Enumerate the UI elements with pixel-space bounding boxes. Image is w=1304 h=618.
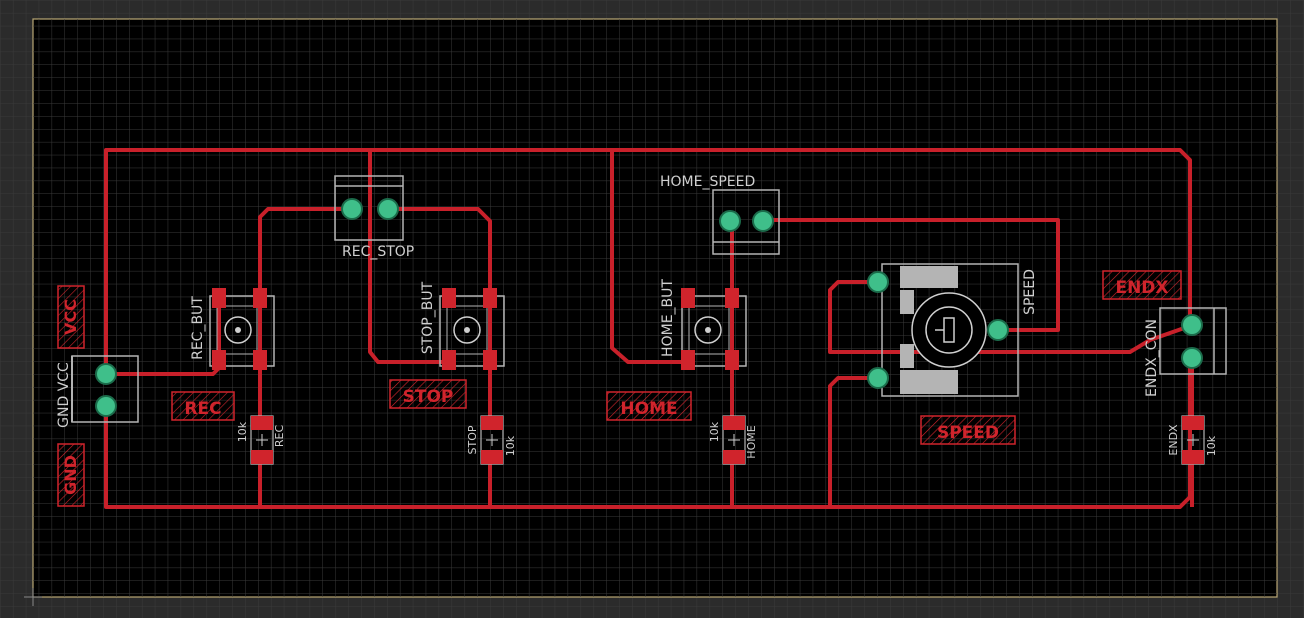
potentiometer-icon [911,292,987,368]
speed-text-block: SPEED [920,415,1016,445]
svg-text:GND: GND [61,455,80,495]
home-speed-label: HOME_SPEED [660,174,755,190]
resistor-value-label: 10k [504,435,517,456]
home-but-label: HOME_BUT [660,279,676,357]
home-button-footprint[interactable]: HOME_BUT [660,279,747,370]
resistor-home[interactable]: 10k HOME [708,415,758,465]
smd-pad-icon[interactable] [1182,450,1204,464]
endx-connector[interactable]: ENDX_CON [1144,307,1227,397]
resistor-name-label: ENDX [1167,424,1180,456]
via-pad-icon[interactable] [867,367,889,389]
resistor-endx[interactable]: ENDX 10k [1167,415,1218,465]
home-speed-connector[interactable]: HOME_SPEED [660,174,780,255]
tactile-button-icon [224,316,252,344]
via-pad-icon[interactable] [95,363,117,385]
smd-pad-icon[interactable] [251,450,273,464]
svg-text:VCC: VCC [61,299,80,335]
resistor-value-label: 10k [708,421,721,442]
smd-pad-icon[interactable] [442,350,456,370]
gnd-vcc-label: GND VCC [56,362,72,428]
smd-pad-icon[interactable] [253,288,267,308]
via-pad-icon[interactable] [867,271,889,293]
speed-potentiometer-footprint[interactable]: SPEED [867,263,1038,397]
via-pad-icon[interactable] [719,210,741,232]
smd-pad-icon[interactable] [483,288,497,308]
resistor-rec[interactable]: 10k REC [236,415,286,465]
rec-text-block: REC [171,391,235,421]
smd-pad-icon[interactable] [481,416,503,430]
rec-button-footprint[interactable]: REC_BUT [190,288,275,370]
rec-stop-connector[interactable]: REC_STOP [334,175,414,260]
stop-but-label: STOP_BUT [420,281,436,354]
smd-pad-icon[interactable] [725,288,739,308]
svg-text:HOME: HOME [620,399,677,419]
vcc-text-block: VCC [57,285,85,349]
smd-pad-icon[interactable] [723,416,745,430]
smd-pad-icon[interactable] [253,350,267,370]
smd-pad-icon[interactable] [483,350,497,370]
resistor-name-label: HOME [745,425,758,458]
resistor-value-label: 10k [1205,435,1218,456]
resistor-value-label: 10k [236,421,249,442]
smd-pad-icon[interactable] [681,288,695,308]
speed-pot-label: SPEED [1022,269,1038,315]
via-pad-icon[interactable] [987,319,1009,341]
smd-pad-icon[interactable] [251,416,273,430]
endx-text-block: ENDX [1102,270,1182,300]
via-pad-icon[interactable] [752,210,774,232]
stop-button-footprint[interactable]: STOP_BUT [420,281,505,370]
gnd-text-block: GND [57,443,85,507]
via-pad-icon[interactable] [341,198,363,220]
stop-text-block: STOP [389,379,467,409]
endx-con-label: ENDX_CON [1144,319,1160,397]
resistor-name-label: STOP [466,425,479,454]
svg-text:REC: REC [184,399,221,419]
via-pad-icon[interactable] [1181,347,1203,369]
tactile-button-icon [694,316,722,344]
smd-pad-icon[interactable] [723,450,745,464]
tactile-button-icon [453,316,481,344]
resistor-stop[interactable]: STOP 10k [466,415,517,465]
smd-pad-icon[interactable] [212,288,226,308]
smd-pad-icon[interactable] [681,350,695,370]
smd-pad-icon[interactable] [725,350,739,370]
svg-text:STOP: STOP [403,387,454,407]
origin-marker [24,588,42,606]
smd-pad-icon[interactable] [212,350,226,370]
via-pad-icon[interactable] [95,395,117,417]
via-pad-icon[interactable] [377,198,399,220]
gnd-vcc-connector[interactable]: GND VCC [56,355,139,428]
via-pad-icon[interactable] [1181,314,1203,336]
board-grid [33,19,1277,597]
resistor-name-label: REC [273,425,286,448]
smd-pad-icon[interactable] [481,450,503,464]
smd-pad-icon[interactable] [442,288,456,308]
smd-pad-icon[interactable] [1182,416,1204,430]
rec-but-label: REC_BUT [190,296,206,360]
rec-stop-label: REC_STOP [342,244,414,260]
svg-text:SPEED: SPEED [937,423,999,443]
svg-text:ENDX: ENDX [1115,278,1168,298]
home-text-block: HOME [606,391,692,421]
